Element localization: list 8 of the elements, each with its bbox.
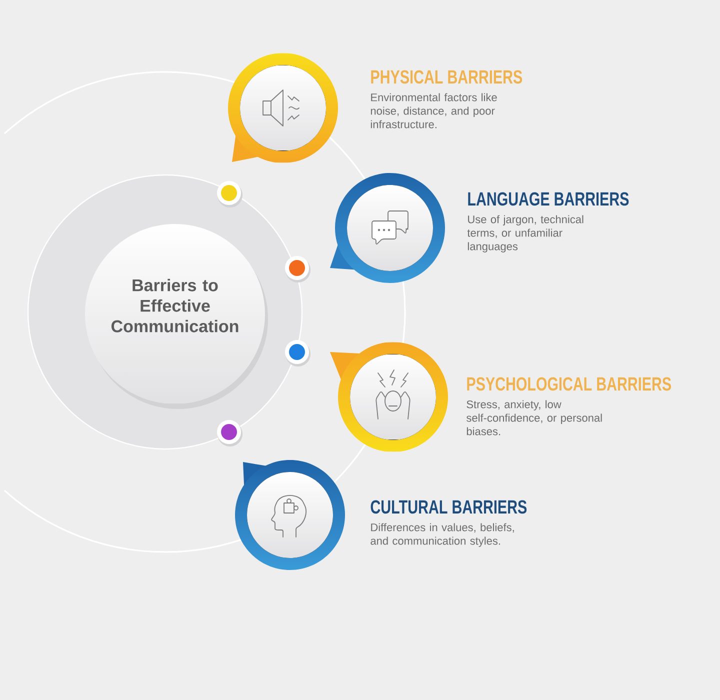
heading: LANGUAGE BARRIERS (468, 192, 629, 206)
description: Differences in values, beliefs, and communication styles. (370, 523, 514, 547)
description: Stress, anxiety, low self-confidence, or personal biases. (466, 400, 602, 436)
description: Use of jargon, technical terms, or unfamiliar languages (467, 215, 584, 252)
heading: PSYCHOLOGICAL BARRIERS (467, 377, 671, 391)
description: Environmental factors like noise, distance, and poor infrastructure. (370, 93, 497, 128)
heading: PHYSICAL BARRIERS (371, 70, 522, 84)
heading: CULTURAL BARRIERS (370, 500, 527, 514)
